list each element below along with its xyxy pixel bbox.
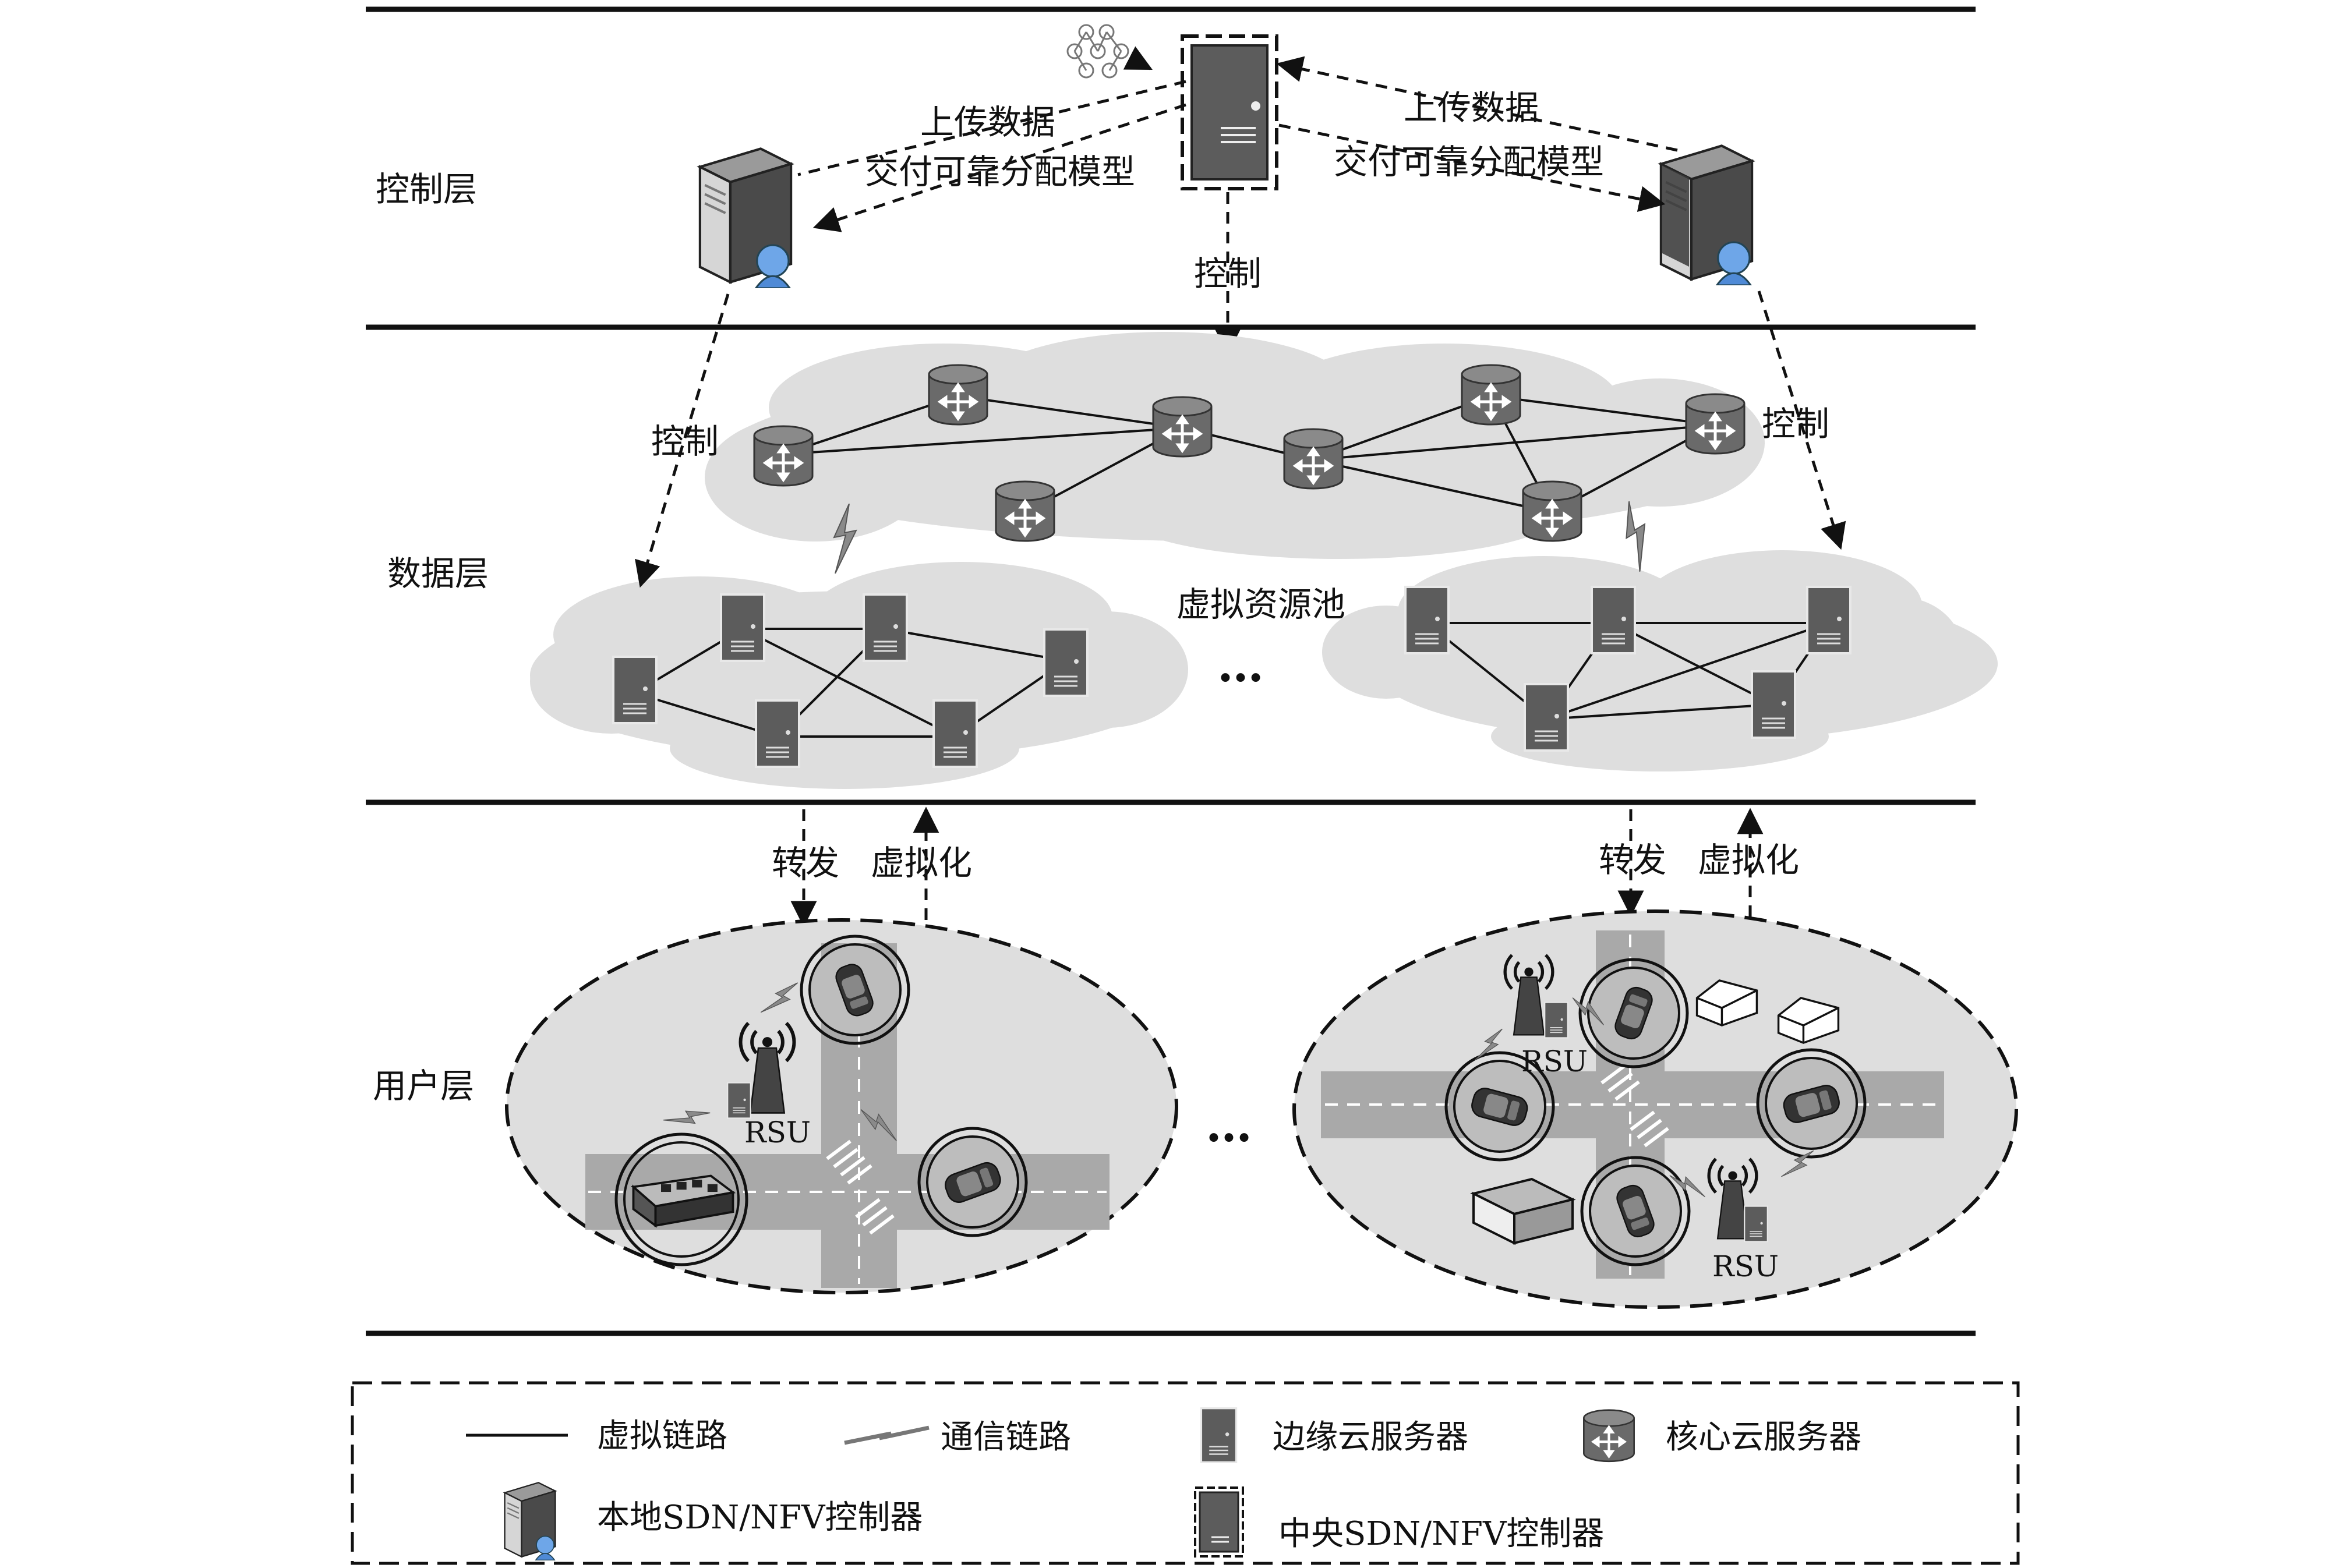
control-right-label: 控制 (1762, 404, 1829, 444)
core-server-5-icon (1284, 429, 1342, 489)
user-layer-label: 用户层 (373, 1066, 474, 1106)
legend-central-controller-icon (1194, 1486, 1244, 1558)
edge-server-r3-icon (1806, 586, 1852, 654)
ellipsis-data-layer: … (1217, 638, 1264, 692)
control-left-label: 控制 (651, 422, 719, 461)
virtualize-left-label: 虚拟化 (871, 843, 972, 883)
edge-server-r2-icon (1591, 586, 1636, 654)
edge-server-l5-icon (755, 699, 800, 768)
edge-server-l4-icon (1043, 628, 1089, 697)
legend: 虚拟链路 通信链路 边缘云服务器 核心云服务器 本地SDN/NFV控制器 中央S… (351, 1381, 2020, 1565)
rsu-right-top-label: RSU (1521, 1045, 1588, 1078)
upload-data-left-label: 上传数据 (920, 102, 1055, 142)
rsu-server-right-top-icon (1544, 1001, 1568, 1039)
forward-left-label: 转发 (772, 843, 839, 883)
car-right-top (1578, 958, 1689, 1068)
legend-virtual-link-label: 虚拟链路 (597, 1417, 727, 1455)
control-arrows (797, 46, 1678, 355)
edge-server-l6-icon (932, 699, 978, 768)
core-cloud (705, 332, 1765, 559)
car-left-right (917, 1127, 1028, 1237)
edge-server-l3-icon (863, 593, 908, 662)
layer-separators (366, 6, 1976, 1336)
edge-server-r5-icon (1751, 670, 1796, 739)
deliver-model-left-label: 交付可靠分配模型 (865, 152, 1135, 192)
car-left-top (800, 935, 910, 1045)
core-server-1-icon (754, 426, 812, 486)
legend-comm-link-icon (844, 1425, 930, 1445)
resource-pool-label: 虚拟资源池 (1176, 585, 1345, 624)
edge-server-r4-icon (1524, 683, 1569, 752)
rsu-right-bottom-label: RSU (1712, 1250, 1779, 1283)
rsu-left-label: RSU (744, 1116, 811, 1149)
deliver-model-right-label: 交付可靠分配模型 (1334, 142, 1604, 182)
legend-local-controller-label: 本地SDN/NFV控制器 (597, 1499, 923, 1537)
local-controller-left-icon (700, 148, 791, 288)
edge-server-r1-icon (1404, 586, 1450, 654)
ellipsis-user-layer: … (1206, 1098, 1252, 1152)
control-to-data-arrows (635, 291, 1846, 588)
central-controller-icon (1181, 34, 1278, 190)
data-layer-label: 数据层 (387, 554, 489, 593)
rsu-server-left-icon (727, 1082, 751, 1119)
core-server-6-icon (1462, 365, 1520, 424)
core-server-4-icon (1153, 397, 1211, 456)
car-right-bottom (1580, 1156, 1691, 1266)
legend-core-server-icon (1584, 1410, 1634, 1461)
core-server-7-icon (1523, 482, 1581, 541)
forward-right-label: 转发 (1599, 840, 1666, 880)
legend-comm-link-label: 通信链路 (941, 1418, 1071, 1456)
control-center-label: 控制 (1194, 254, 1262, 293)
legend-edge-server-label: 边缘云服务器 (1273, 1418, 1468, 1456)
user-data-arrows (790, 806, 1764, 928)
edge-cloud-right (1322, 550, 1998, 771)
virtualize-right-label: 虚拟化 (1698, 840, 1799, 880)
local-controller-right-shade (1662, 165, 1689, 267)
building-3-icon (1470, 1177, 1576, 1245)
upload-data-right-label: 上传数据 (1404, 88, 1539, 128)
legend-core-server-label: 核心云服务器 (1666, 1418, 1861, 1456)
core-server-3-icon (996, 482, 1054, 541)
neural-network-icon (1066, 24, 1129, 79)
car-right-left (1444, 1051, 1555, 1162)
edge-server-l2-icon (720, 593, 765, 662)
core-server-2-icon (929, 365, 987, 424)
rsu-server-right-bottom-icon (1744, 1205, 1768, 1243)
legend-central-controller-label: 中央SDN/NFV控制器 (1278, 1515, 1604, 1553)
control-layer-label: 控制层 (376, 169, 477, 209)
legend-edge-server-icon (1200, 1407, 1238, 1463)
car-right-right (1756, 1048, 1867, 1159)
edge-server-l1-icon (612, 656, 658, 724)
core-server-8-icon (1686, 394, 1744, 454)
legend-local-controller-icon (504, 1482, 556, 1560)
bus-left (614, 1132, 748, 1266)
